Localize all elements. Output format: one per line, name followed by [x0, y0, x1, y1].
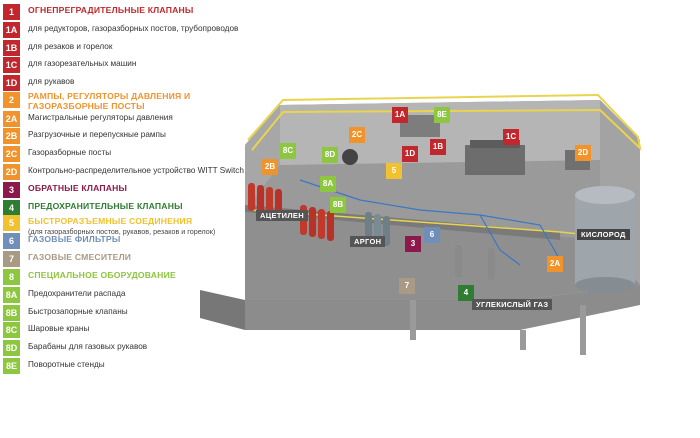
legend-code-badge: 2A — [3, 111, 20, 127]
oxygen-label: КИСЛОРОД — [577, 229, 630, 240]
legend-code-badge: 1D — [3, 75, 20, 91]
legend-label: Разгрузочные и перепускные рампы — [28, 130, 166, 139]
legend-code-badge: 1C — [3, 57, 20, 73]
legend-code-badge: 1B — [3, 40, 20, 56]
legend-label: Барабаны для газовых рукавов — [28, 342, 148, 351]
front-wall — [245, 210, 640, 300]
legend-code-badge: 5 — [3, 215, 20, 231]
legend-label: ГАЗОВЫЕ ФИЛЬТРЫ — [28, 234, 121, 244]
legend-label: ОБРАТНЫЕ КЛАПАНЫ — [28, 183, 128, 193]
legend-label: БЫСТРОРАЗЪЕМНЫЕ СОЕДИНЕНИЯ — [28, 216, 193, 226]
legend-label: для резаков и горелок — [28, 42, 113, 51]
marker-2b: 2B — [262, 159, 278, 175]
legend-label: Предохранители распада — [28, 289, 126, 298]
marker-7: 7 — [399, 278, 415, 294]
marker-8e: 8E — [434, 107, 450, 123]
legend-label: Магистральные регуляторы давления — [28, 113, 173, 122]
legend-code-badge: 8A — [3, 287, 20, 303]
marker-1c: 1C — [503, 129, 519, 145]
marker-3: 3 — [405, 236, 421, 252]
hose-drum — [342, 149, 358, 165]
legend-code-badge: 8 — [3, 269, 20, 285]
legend-code-badge: 8B — [3, 305, 20, 321]
legend-code-badge: 8C — [3, 322, 20, 338]
legend-label: ПРЕДОХРАНИТЕЛЬНЫЕ КЛАПАНЫ — [28, 201, 183, 211]
marker-8c: 8C — [280, 143, 296, 159]
marker-8a: 8A — [320, 176, 336, 192]
acetylene-label: АЦЕТИЛЕН — [256, 210, 308, 221]
legend-label: для рукавов — [28, 77, 75, 86]
marker-8d: 8D — [322, 147, 338, 163]
legend-code-badge: 1 — [3, 4, 20, 20]
workbench — [400, 115, 440, 137]
gas-pipeline — [247, 93, 642, 151]
legend-label: ОГНЕПРЕГРАДИТЕЛЬНЫЕ КЛАПАНЫ — [28, 5, 194, 15]
marker-4: 4 — [458, 285, 474, 301]
marker-6: 6 — [424, 227, 440, 243]
marker-2a: 2A — [547, 256, 563, 272]
legend-label: Шаровые краны — [28, 324, 90, 333]
marker-2c: 2C — [349, 127, 365, 143]
legend-label: СПЕЦИАЛЬНОЕ ОБОРУДОВАНИЕ — [28, 270, 176, 280]
marker-1b: 1B — [430, 139, 446, 155]
legend-code-badge: 2D — [3, 164, 20, 180]
legend-label: Контрольно-распределительное устройство … — [28, 166, 244, 175]
legend-label: Поворотные стенды — [28, 360, 105, 369]
marker-5: 5 — [386, 163, 402, 179]
marker-1a: 1A — [392, 107, 408, 123]
legend-code-badge: 3 — [3, 182, 20, 198]
legend-code-badge: 1A — [3, 22, 20, 38]
marker-8b: 8B — [330, 197, 346, 213]
legend-label: для газорезательных машин — [28, 59, 137, 68]
legend-label: ГАЗОВЫЕ СМЕСИТЕЛИ — [28, 252, 132, 262]
marker-1d: 1D — [402, 146, 418, 162]
legend-code-badge: 8E — [3, 358, 20, 374]
legend-code-badge: 8D — [3, 340, 20, 356]
argon-label: АРГОН — [350, 236, 386, 247]
co2-label: УГЛЕКИСЛЫЙ ГАЗ — [472, 299, 553, 310]
legend-sublabel: (для газоразборных постов, рукавов, реза… — [28, 227, 216, 236]
legend-code-badge: 4 — [3, 200, 20, 216]
legend-label: Газоразборные посты — [28, 148, 112, 157]
legend-code-badge: 2C — [3, 146, 20, 162]
legend-code-badge: 7 — [3, 251, 20, 267]
legend-label: для редукторов, газоразборных постов, тр… — [28, 24, 239, 33]
legend-code-badge: 2B — [3, 128, 20, 144]
legend-code-badge: 2 — [3, 92, 20, 108]
legend-label: РАМПЫ, РЕГУЛЯТОРЫ ДАВЛЕНИЯ И ГАЗОРАЗБОРН… — [28, 91, 191, 111]
oxygen-tank — [575, 186, 635, 293]
marker-2d: 2D — [575, 145, 591, 161]
cutting-table — [465, 145, 525, 175]
legend-code-badge: 6 — [3, 233, 20, 249]
building-base — [245, 285, 640, 330]
legend-label: Быстрозапорные клапаны — [28, 307, 128, 316]
co2-cylinders — [455, 245, 495, 280]
